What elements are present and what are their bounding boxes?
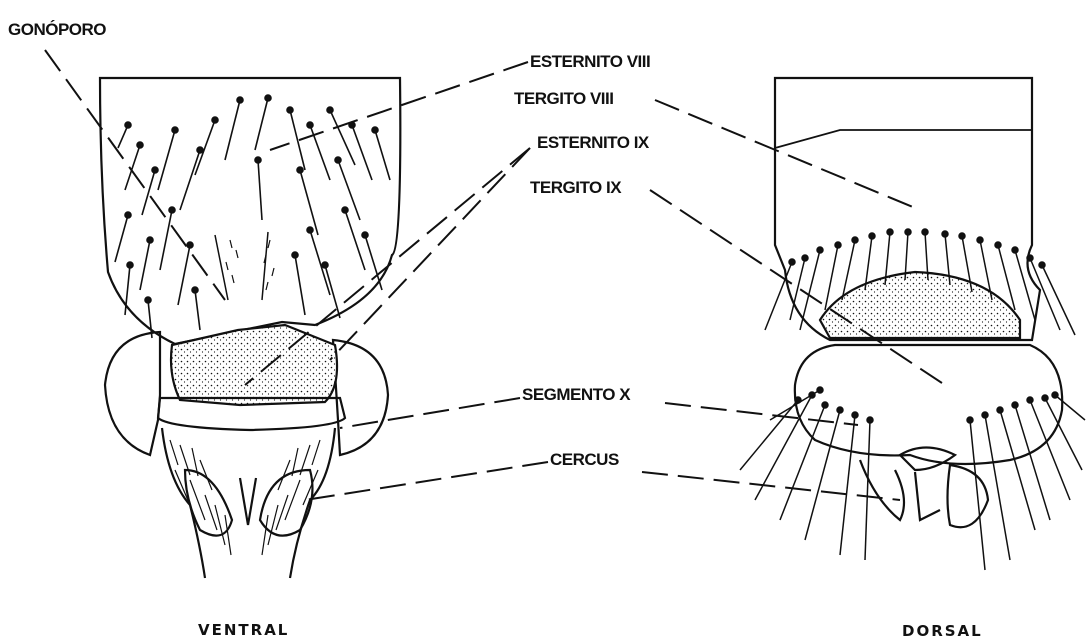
leader-esternito-viii: [270, 62, 528, 150]
leader-tergito-viii: [655, 100, 920, 210]
dorsal-cercus-right: [948, 465, 989, 527]
label-dorsal-view: DORSAL: [902, 622, 983, 640]
label-segmento-x: SEGMENTO X: [522, 385, 630, 405]
ventral-setae: [115, 95, 390, 338]
ventral-specimen: [100, 78, 400, 578]
label-tergito-ix: TERGITO IX: [530, 178, 621, 198]
ventral-cercus-right: [260, 470, 312, 536]
leader-gonoporo: [45, 50, 225, 300]
label-ventral-view: VENTRAL: [198, 621, 289, 639]
esternito-viii-plate: [100, 78, 400, 344]
left-lateral-lobe: [105, 332, 160, 455]
leader-segmento-x-ventral: [340, 398, 520, 428]
label-esternito-viii: ESTERNITO VIII: [530, 52, 650, 72]
label-esternito-ix: ESTERNITO IX: [537, 133, 649, 153]
leader-lines: [45, 50, 945, 500]
tergito-ix-plate: [820, 272, 1020, 338]
leader-segmento-x-dorsal: [665, 403, 858, 425]
dorsal-specimen: [775, 78, 1062, 527]
right-lateral-lobe: [333, 340, 388, 455]
label-gonoporo: GONÓPORO: [8, 20, 106, 40]
label-tergito-viii: TERGITO VIII: [514, 89, 613, 109]
leader-cercus-ventral: [305, 462, 548, 500]
esternito-ix-plate: [171, 325, 337, 405]
label-cercus: CERCUS: [550, 450, 619, 470]
leader-cercus-dorsal: [642, 472, 900, 500]
segmento-x-dorsal: [795, 345, 1062, 464]
